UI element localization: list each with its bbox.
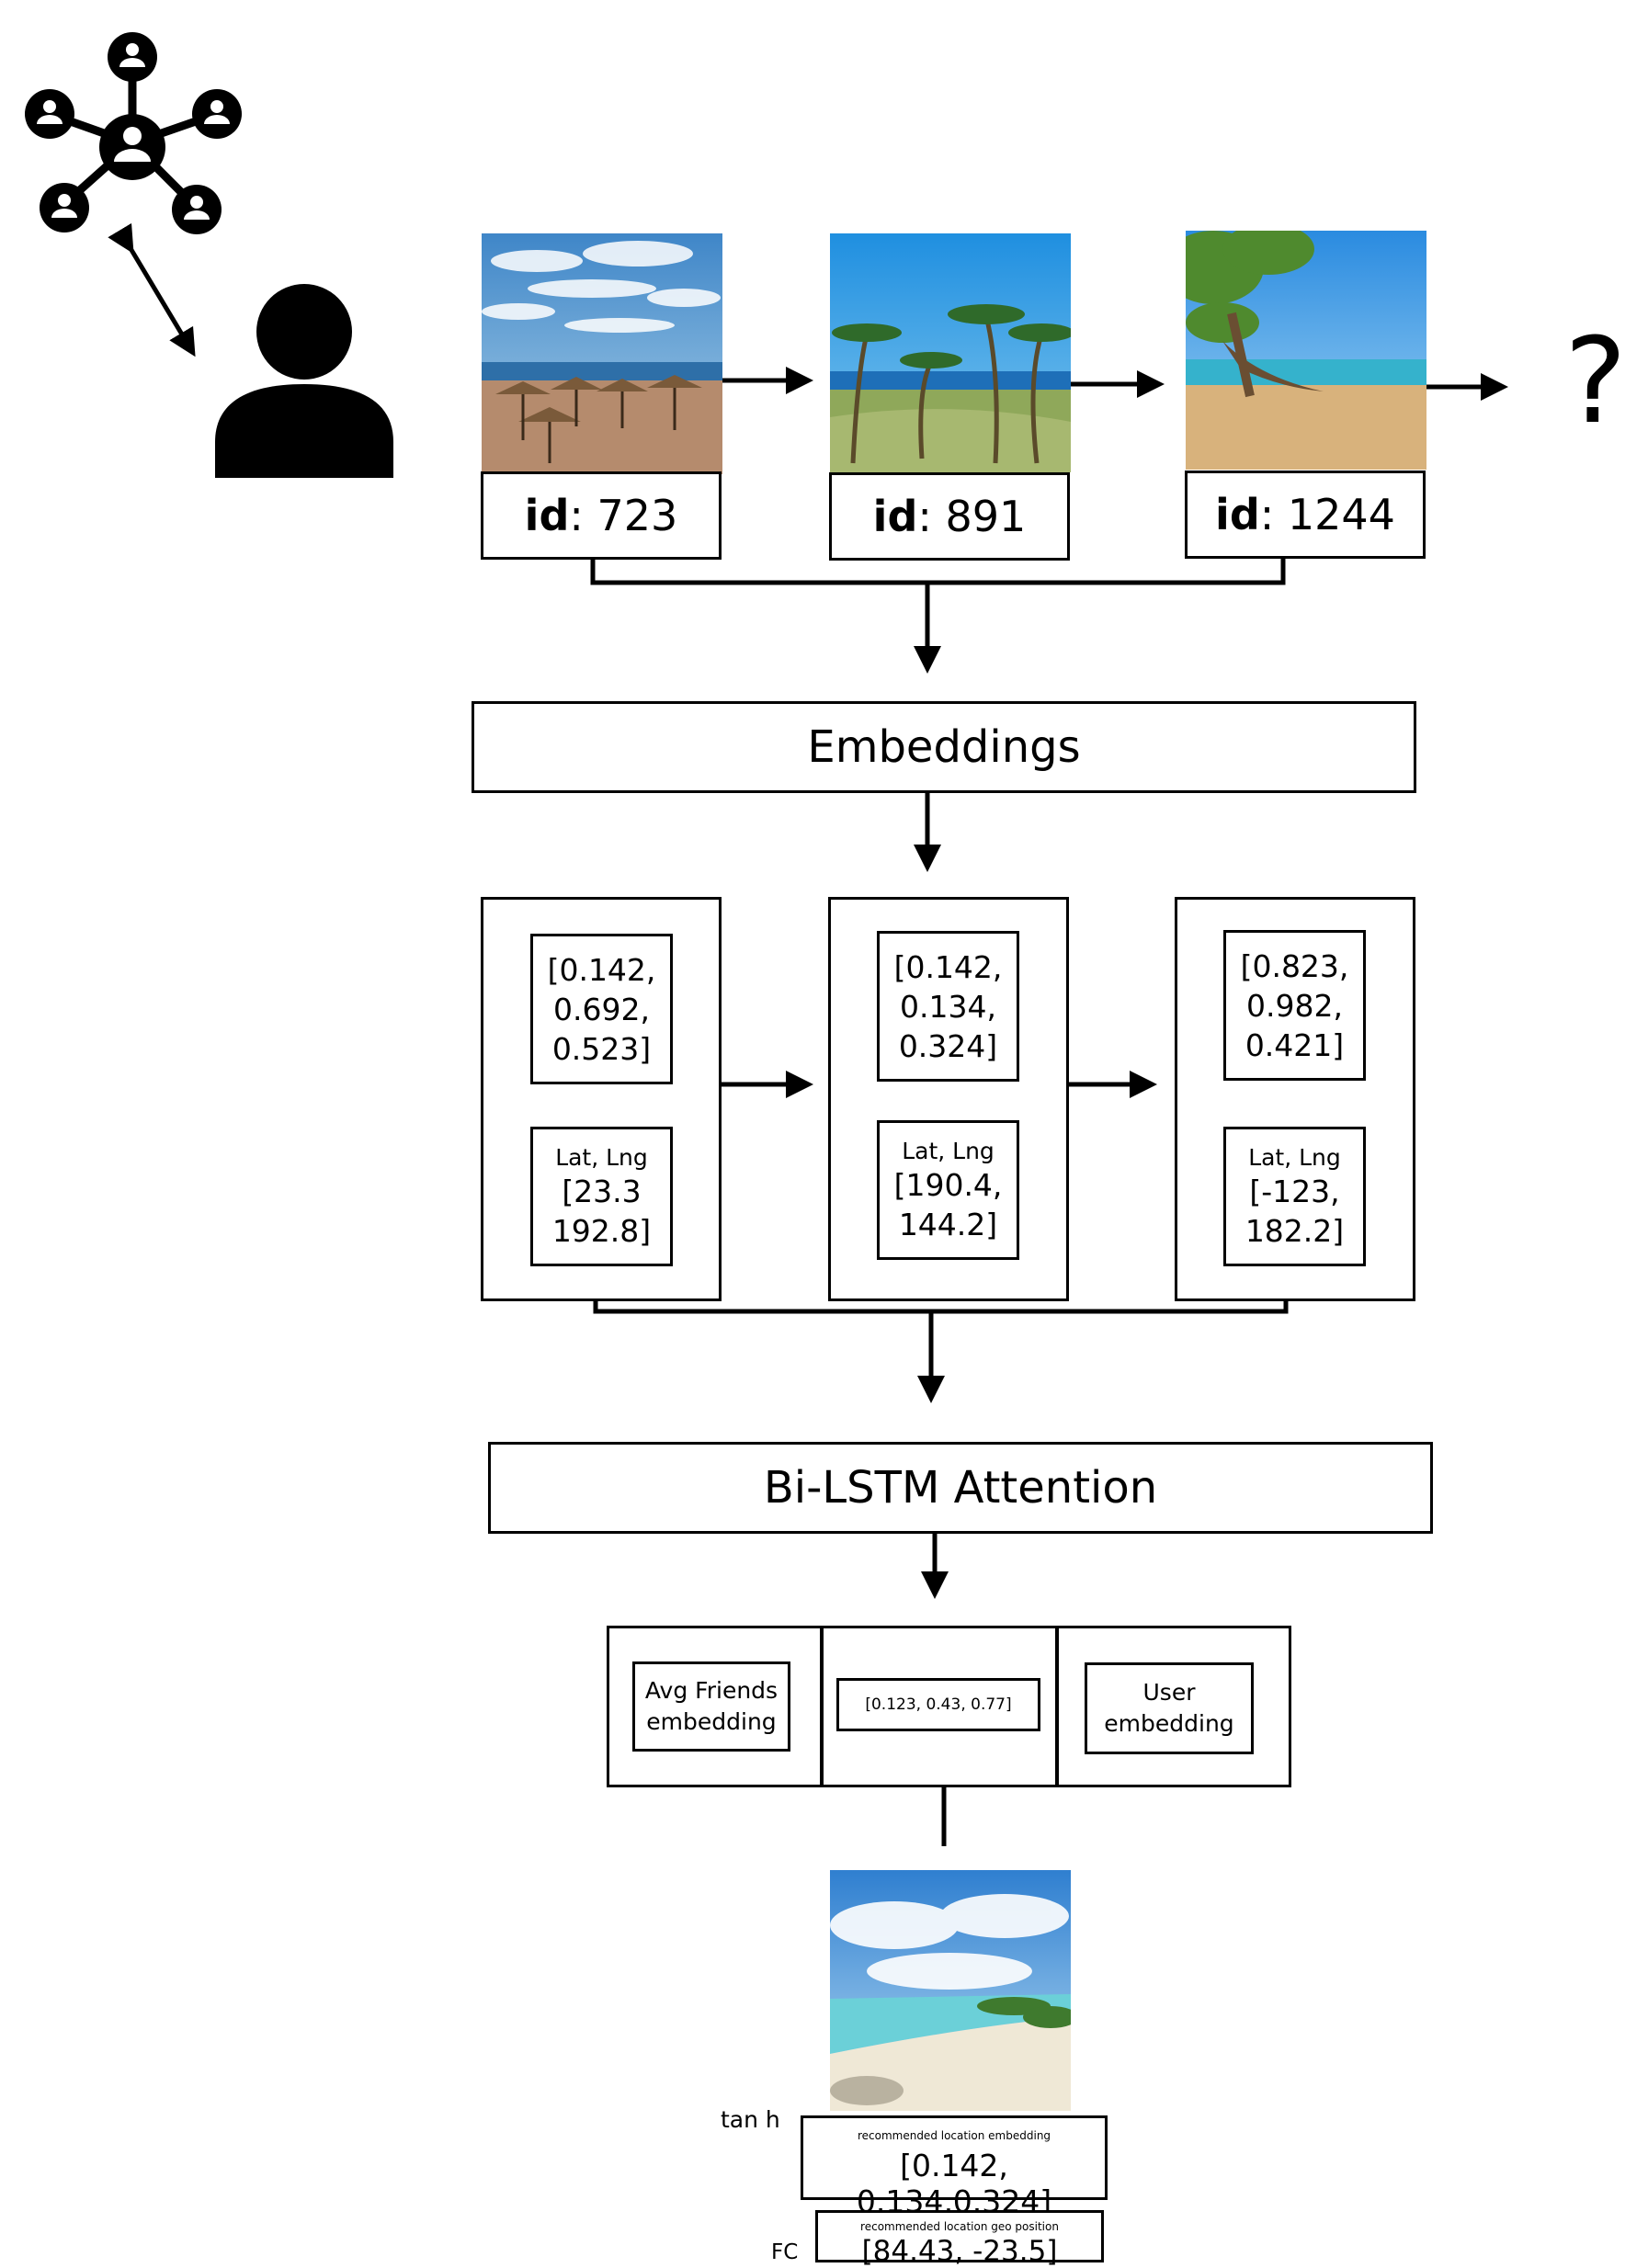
vector-line: 0.523] — [551, 1030, 652, 1067]
next-location-question-mark: ? — [1564, 313, 1627, 450]
id-value: 723 — [597, 491, 678, 540]
concat-divider — [820, 1626, 824, 1787]
social-network-icon — [25, 32, 242, 234]
geo-caption: recommended location geo position — [860, 2220, 1059, 2233]
geo-line: [23.3 — [562, 1173, 642, 1209]
user-network-arrow — [108, 222, 196, 357]
bilstm-label: Bi-LSTM Attention — [763, 1462, 1158, 1514]
vector-line: 0.692, — [553, 991, 650, 1027]
embedding-vector-box: [0.823,0.982,0.421] — [1223, 930, 1366, 1081]
avg-friends-embedding-box: Avg Friends embedding — [632, 1661, 790, 1752]
geo-box: Lat, Lng [-123,182.2] — [1223, 1127, 1366, 1266]
geo-line: [-123, — [1249, 1173, 1340, 1209]
attention-vector-box: [0.123, 0.43, 0.77] — [836, 1678, 1040, 1731]
geo-line: [190.4, — [893, 1166, 1003, 1203]
geo-title: Lat, Lng — [902, 1137, 994, 1164]
id-box-1244: id: 1244 — [1185, 471, 1426, 559]
friends-label: embedding — [646, 1708, 777, 1735]
bilstm-attention-box: Bi-LSTM Attention — [488, 1442, 1433, 1534]
geo-box: Lat, Lng [190.4,144.2] — [877, 1120, 1019, 1260]
vector-line: [0.823, — [1240, 947, 1349, 984]
vector-line: 0.134, — [900, 988, 996, 1025]
id-box-891: id: 891 — [829, 472, 1070, 561]
vector-line: [0.142, — [547, 951, 656, 988]
embedding-vector-box: [0.142,0.134,0.324] — [877, 931, 1019, 1082]
id-key: id — [524, 491, 570, 540]
user-embedding-box: User embedding — [1085, 1662, 1254, 1754]
embedding-vector-box: [0.142,0.692,0.523] — [530, 934, 673, 1084]
geo-value: [84.43, -23.5] — [861, 2235, 1058, 2268]
location-photo-1244 — [1186, 231, 1426, 470]
user-icon — [215, 284, 393, 478]
vector-line: 0.421] — [1245, 1026, 1345, 1063]
embeddings-label: Embeddings — [807, 721, 1081, 773]
recommended-location-photo — [830, 1870, 1071, 2111]
attention-vector: [0.123, 0.43, 0.77] — [865, 1695, 1012, 1714]
vector-line: 0.982, — [1246, 987, 1343, 1024]
location-photo-723 — [482, 233, 722, 474]
location-photo-891 — [830, 233, 1071, 472]
user-label: embedding — [1104, 1710, 1234, 1737]
geo-line: 182.2] — [1245, 1212, 1345, 1249]
user-label: User — [1142, 1679, 1196, 1706]
geo-title: Lat, Lng — [555, 1143, 648, 1171]
vector-line: 0.324] — [898, 1027, 998, 1064]
ids-bracket — [590, 550, 1286, 585]
embeddings-box: Embeddings — [472, 701, 1416, 793]
friends-label: Avg Friends — [644, 1677, 779, 1704]
id-key: id — [1215, 490, 1260, 539]
fc-label: FC — [771, 2240, 799, 2264]
id-box-723: id: 723 — [481, 471, 722, 560]
id-value: 1244 — [1287, 490, 1395, 539]
tanh-label: tan h — [721, 2106, 780, 2133]
recommended-embedding-box: recommended location embedding [0.142, 0… — [801, 2115, 1108, 2219]
geo-line: 192.8] — [551, 1212, 652, 1249]
embedding-value: [0.142, 0.134,0.324] — [856, 2148, 1052, 2219]
embedding-caption: recommended location embedding — [857, 2129, 1051, 2142]
recommended-geo-box: recommended location geo position [84.43… — [815, 2210, 1104, 2268]
vector-line: [0.142, — [893, 948, 1003, 985]
concat-divider — [1055, 1626, 1059, 1787]
geo-line: 144.2] — [898, 1206, 998, 1242]
id-value: 891 — [945, 492, 1027, 541]
id-key: id — [872, 492, 918, 541]
geo-title: Lat, Lng — [1248, 1143, 1341, 1171]
